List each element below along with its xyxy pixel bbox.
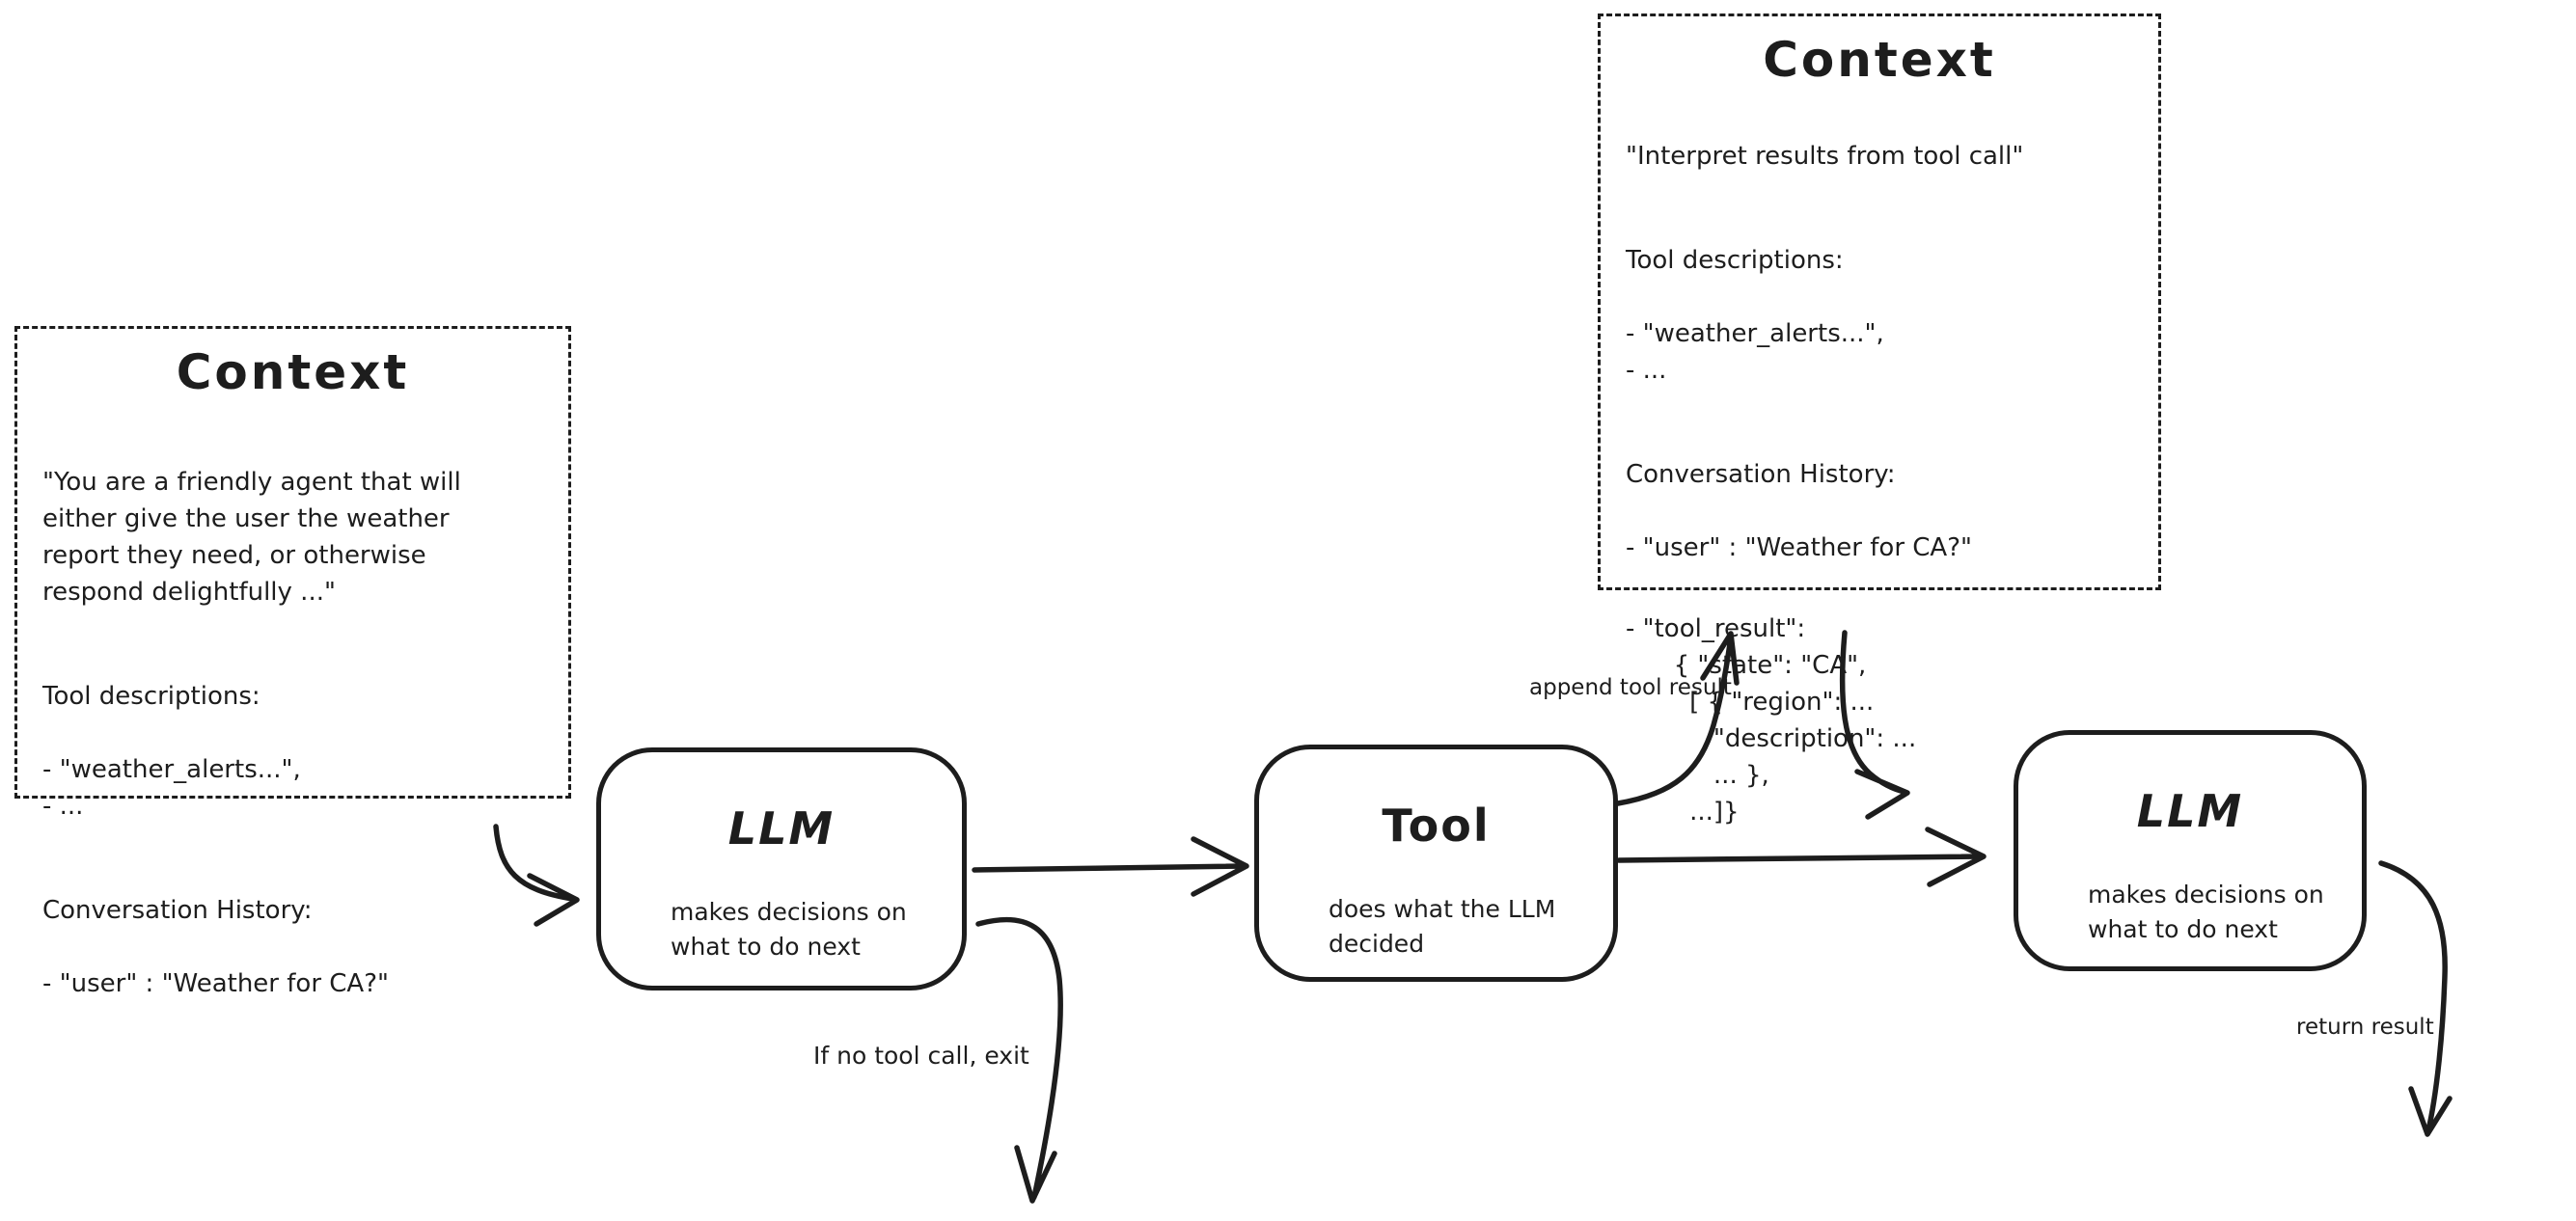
node-llm-second: LLM makes decisions on what to do next — [2014, 730, 2367, 971]
conversation-history-heading: Conversation History: — [42, 896, 313, 925]
edge-llm2-return-result — [2378, 860, 2453, 1137]
label-append-tool-result: append tool result — [1529, 675, 1732, 700]
llm-second-title: LLM — [2136, 785, 2244, 837]
tool-descriptions-list: - "weather_alerts...", - ... — [1626, 319, 1884, 385]
node-llm-first: LLM makes decisions on what to do next — [596, 747, 967, 990]
node-tool: Tool does what the LLM decided — [1254, 745, 1618, 982]
tool-subtitle: does what the LLM decided — [1329, 895, 1556, 958]
tool-descriptions-list: - "weather_alerts...", - ... — [42, 755, 301, 821]
conversation-history-heading: Conversation History: — [1626, 460, 1896, 489]
conversation-history-tool-result: - "tool_result": { "state": "CA", [ { "r… — [1626, 614, 1917, 827]
context-initial-title: Context — [176, 344, 410, 400]
context-box-initial: Context "You are a friendly agent that w… — [14, 326, 571, 998]
llm-first-subtitle: makes decisions on what to do next — [671, 898, 907, 961]
conversation-history-user: - "user" : "Weather for CA?" — [42, 969, 389, 998]
context-after-tool-title: Context — [1763, 32, 1996, 88]
tool-descriptions-heading: Tool descriptions: — [1626, 246, 1844, 275]
tool-title: Tool — [1382, 800, 1491, 852]
label-if-no-tool-call-exit: If no tool call, exit — [813, 1042, 1029, 1070]
label-return-result: return result — [2296, 1015, 2434, 1040]
tool-descriptions-heading: Tool descriptions: — [42, 682, 260, 711]
system-prompt-text: "You are a friendly agent that will eith… — [42, 468, 461, 607]
context-box-after-tool: Context "Interpret results from tool cal… — [1598, 14, 2161, 827]
llm-second-subtitle: makes decisions on what to do next — [2088, 881, 2324, 943]
edge-llm1-to-tool — [972, 836, 1249, 897]
conversation-history-user: - "user" : "Weather for CA?" — [1626, 533, 1972, 562]
interpret-instruction-text: "Interpret results from tool call" — [1626, 142, 2024, 171]
llm-first-title: LLM — [727, 802, 836, 855]
